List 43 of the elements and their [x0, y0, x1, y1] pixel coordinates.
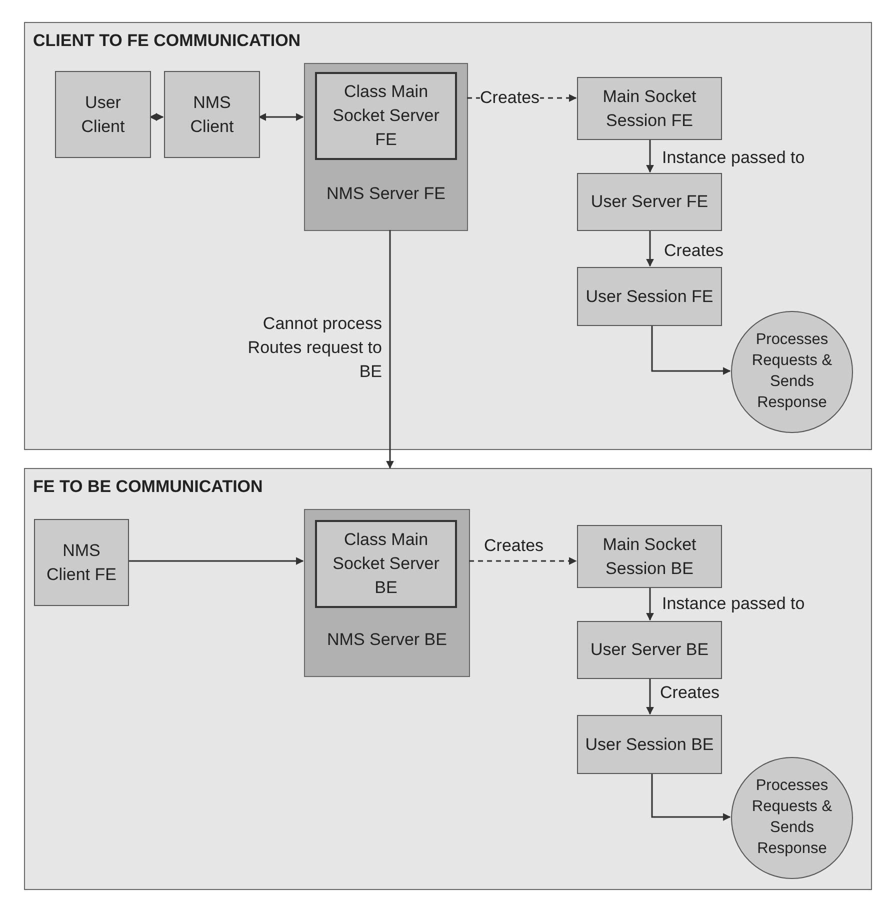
box-label: User Session BE — [584, 734, 715, 756]
arrow — [149, 113, 164, 121]
section-title: CLIENT TO FE COMMUNICATION — [33, 30, 301, 52]
process-box — [577, 77, 722, 140]
process-box — [577, 267, 722, 326]
box-label: User Server FE — [590, 191, 710, 214]
box-label: User Client — [80, 92, 126, 138]
arrow — [469, 557, 577, 565]
arrow — [646, 139, 654, 173]
arrow — [386, 230, 394, 469]
process-box — [577, 525, 722, 588]
arrow — [646, 230, 654, 267]
process-box — [55, 71, 151, 158]
box-label: Class Main Socket Server FE — [332, 81, 440, 151]
process-box — [164, 71, 260, 158]
arrow — [258, 113, 304, 121]
process-box — [577, 173, 722, 231]
arrow — [128, 557, 304, 565]
arrow — [651, 325, 731, 375]
class-box — [315, 520, 457, 608]
box-label: NMS Client — [189, 92, 235, 138]
box-label: Processes Requests & Sends Response — [750, 330, 834, 413]
box-label: Processes Requests & Sends Response — [750, 776, 834, 859]
server-box — [304, 509, 470, 677]
section-panel — [24, 468, 872, 890]
box-label: Main Socket Session BE — [602, 534, 698, 580]
arrow — [646, 678, 654, 715]
process-box — [577, 621, 722, 679]
class-box — [315, 72, 457, 160]
box-label: User Server BE — [589, 639, 710, 662]
process-box — [34, 519, 129, 606]
box-label: User Session FE — [584, 286, 714, 308]
server-box — [304, 63, 468, 231]
server-label: NMS Server BE — [326, 629, 448, 651]
section-title: FE TO BE COMMUNICATION — [33, 476, 263, 498]
server-label: NMS Server FE — [325, 183, 447, 205]
box-label: NMS Client FE — [46, 540, 118, 586]
arrow — [651, 773, 731, 821]
section-panel — [24, 22, 872, 450]
process-box — [577, 715, 722, 774]
box-label: Main Socket Session FE — [602, 86, 698, 132]
arrow — [646, 587, 654, 621]
box-label: Class Main Socket Server BE — [332, 529, 440, 599]
